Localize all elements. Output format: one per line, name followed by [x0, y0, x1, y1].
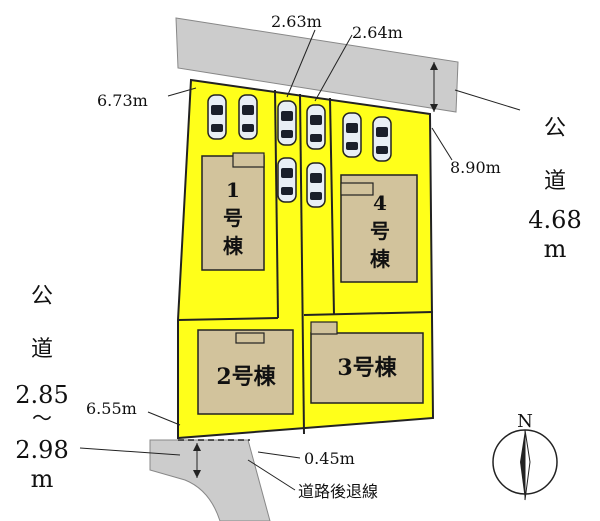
dim-setback: 0.45m — [304, 449, 355, 468]
east-road-width-2: m — [544, 235, 567, 263]
building-1-label-3: 棟 — [223, 234, 244, 258]
north-compass: N — [492, 411, 558, 501]
west-road-char-2: 道 — [31, 337, 53, 362]
dim-right-side: 8.90m — [450, 158, 501, 177]
building-4: 4 号 棟 — [340, 174, 418, 283]
dim-top-gap-left: 2.63m — [271, 12, 322, 31]
building-2: 2号棟 — [197, 329, 294, 415]
building-3-label: 3号棟 — [337, 355, 397, 381]
east-road-char-1: 公 — [544, 116, 566, 141]
car-icon — [306, 162, 326, 208]
car-icon — [207, 94, 227, 140]
dimension-lines — [79, 29, 521, 491]
building-4-label-1: 4 — [373, 191, 387, 215]
west-road-width-2: ～ — [32, 406, 52, 430]
building-4-label-3: 棟 — [370, 247, 391, 271]
east-road-width-1: 4.68 — [528, 206, 581, 234]
car-icon — [277, 157, 297, 203]
dim-bottom-left: 6.55m — [86, 399, 137, 418]
car-icon — [238, 94, 258, 140]
setback-line-label: 道路後退線 — [298, 482, 378, 501]
car-icon — [342, 112, 362, 158]
east-road-char-2: 道 — [544, 169, 566, 194]
compass-north-label: N — [517, 411, 533, 432]
parking-cars — [207, 94, 392, 208]
building-2-label: 2号棟 — [216, 364, 276, 390]
dimension-arrowheads — [193, 62, 438, 478]
lot-division-lines — [177, 89, 434, 435]
dim-left-top: 6.73m — [97, 91, 148, 110]
building-1-label-1: 1 — [226, 178, 240, 202]
building-4-label-2: 号 — [370, 219, 390, 243]
west-road-width-3: 2.98 — [15, 436, 68, 464]
west-road-char-1: 公 — [31, 284, 53, 309]
building-1: 1 号 棟 — [201, 152, 265, 271]
building-1-label-2: 号 — [223, 206, 243, 230]
west-road-width-1: 2.85 — [15, 381, 68, 409]
east-road-label: 公 道 4.68 m — [528, 116, 581, 263]
top-road — [175, 17, 459, 113]
car-icon — [306, 104, 326, 150]
building-3: 3号棟 — [310, 321, 424, 404]
car-icon — [372, 116, 392, 162]
bottom-road — [149, 439, 271, 521]
dim-top-gap-right: 2.64m — [352, 23, 403, 42]
car-icon — [277, 100, 297, 146]
west-road-label: 公 道 2.85 ～ 2.98 m — [15, 284, 68, 493]
west-road-width-4: m — [31, 465, 54, 493]
